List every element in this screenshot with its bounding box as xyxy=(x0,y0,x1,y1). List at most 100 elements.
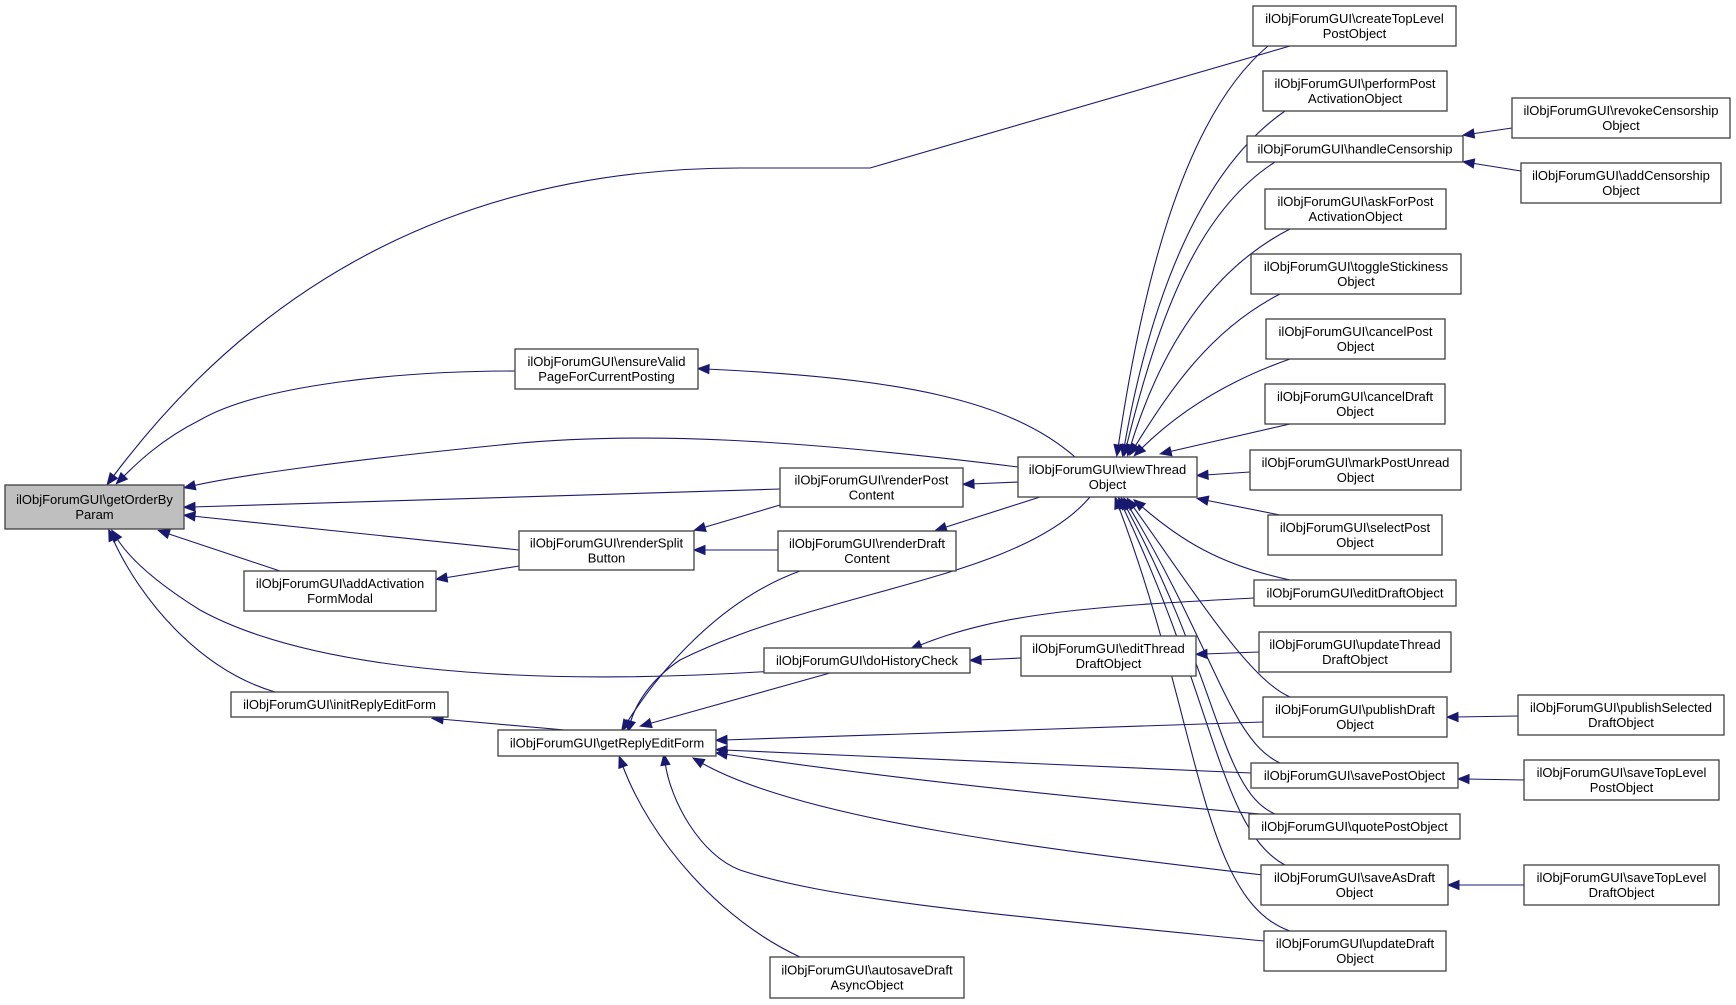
node-doHistoryCheck[interactable]: ilObjForumGUI\doHistoryCheck xyxy=(763,647,971,674)
node-label: Object xyxy=(1602,118,1640,133)
node-label: ilObjForumGUI\renderSplit xyxy=(530,536,684,551)
edge-line xyxy=(439,718,566,731)
node-box xyxy=(769,956,965,999)
node-box xyxy=(1267,514,1443,556)
node-box xyxy=(1523,864,1720,906)
node-label: ActivationObject xyxy=(1309,209,1403,224)
node-box xyxy=(1020,635,1197,677)
edge-line xyxy=(1117,504,1291,932)
node-label: Object xyxy=(1336,404,1374,419)
edge-line xyxy=(699,761,1264,876)
node-box xyxy=(1520,162,1722,204)
node-label: DraftObject xyxy=(1322,652,1388,667)
edge-line xyxy=(1131,504,1291,698)
edge-renderDraftContent-to-renderSplitButton xyxy=(692,544,778,556)
node-label: ilObjForumGUI\createTopLevel xyxy=(1265,11,1444,26)
node-label: ilObjForumGUI\addActivation xyxy=(256,576,424,591)
arrowhead-icon xyxy=(1461,158,1476,169)
edge-line xyxy=(701,504,781,529)
edge-line xyxy=(1454,715,1519,718)
node-box xyxy=(514,348,699,390)
node-box xyxy=(1250,762,1459,789)
node-box xyxy=(4,484,185,530)
node-getReplyEditForm[interactable]: ilObjForumGUI\getReplyEditForm xyxy=(497,729,717,757)
node-quotePostObject[interactable]: ilObjForumGUI\quotePostObject xyxy=(1248,813,1461,840)
edge-line xyxy=(977,657,1022,661)
node-label: ilObjForumGUI\addCensorship xyxy=(1532,168,1710,183)
arrowhead-icon xyxy=(1133,443,1147,457)
edge-line xyxy=(942,496,1041,529)
node-label: Object xyxy=(1337,274,1375,289)
edge-initReplyEditForm-to-getOrderByParam xyxy=(108,528,276,693)
node-label: ilObjForumGUI\renderDraft xyxy=(789,536,945,551)
node-box xyxy=(1258,631,1452,673)
edge-publishDraftObject-to-getReplyEditForm xyxy=(714,721,1264,746)
edge-line xyxy=(165,532,281,572)
node-label: ilObjForumGUI\editThread xyxy=(1032,641,1184,656)
edge-createTopLevelPostObject-to-viewThreadObject xyxy=(1113,45,1269,458)
edge-line xyxy=(723,721,1264,741)
node-label: ilObjForumGUI\revokeCensorship xyxy=(1523,103,1718,118)
node-label: ilObjForumGUI\toggleStickiness xyxy=(1264,259,1449,274)
arrowhead-icon xyxy=(1195,469,1209,481)
arrowhead-icon xyxy=(660,752,671,767)
arrowhead-icon xyxy=(106,472,119,486)
edge-updateDraftObject-to-getReplyEditForm xyxy=(660,752,1265,942)
node-box xyxy=(1265,318,1446,360)
node-box xyxy=(1523,759,1720,801)
node-box xyxy=(1262,696,1448,738)
arrowhead-icon xyxy=(691,757,706,769)
node-label: Object xyxy=(1336,951,1374,966)
edge-publishSelectedDraftObject-to-publishDraftObject xyxy=(1445,711,1519,723)
edge-line xyxy=(121,370,516,479)
node-label: ilObjForumGUI\cancelPost xyxy=(1279,324,1433,339)
node-savePostObject[interactable]: ilObjForumGUI\savePostObject xyxy=(1250,762,1459,789)
edge-line xyxy=(1204,499,1281,516)
node-label: Object xyxy=(1337,339,1375,354)
edge-line xyxy=(1139,358,1291,451)
node-handleCensorship[interactable]: ilObjForumGUI\handleCensorship xyxy=(1246,135,1464,163)
node-box xyxy=(763,647,971,674)
arrowhead-icon xyxy=(1445,711,1459,723)
node-box xyxy=(1017,456,1198,498)
arrowhead-icon xyxy=(696,363,710,375)
node-editDraftObject[interactable]: ilObjForumGUI\editDraftObject xyxy=(1253,579,1457,607)
node-label: ilObjForumGUI\selectPost xyxy=(1280,520,1431,535)
node-label: PostObject xyxy=(1323,26,1387,41)
edge-line xyxy=(191,488,781,508)
node-initReplyEditForm[interactable]: ilObjForumGUI\initReplyEditForm xyxy=(230,691,449,718)
edge-quotePostObject-to-getReplyEditForm xyxy=(714,749,1261,815)
node-box xyxy=(1511,97,1731,139)
node-ensureValidPageForCurrentPosting[interactable]: ilObjForumGUI\ensureValidPageForCurrentP… xyxy=(514,348,699,390)
edge-line xyxy=(723,749,1252,774)
node-performPostActivationObject[interactable]: ilObjForumGUI\performPostActivationObjec… xyxy=(1262,70,1448,112)
edge-cancelDraftObject-to-viewThreadObject xyxy=(1158,423,1291,457)
node-box xyxy=(518,530,695,571)
node-label: Content xyxy=(844,551,890,566)
node-label: ilObjForumGUI\saveAsDraft xyxy=(1274,870,1435,885)
